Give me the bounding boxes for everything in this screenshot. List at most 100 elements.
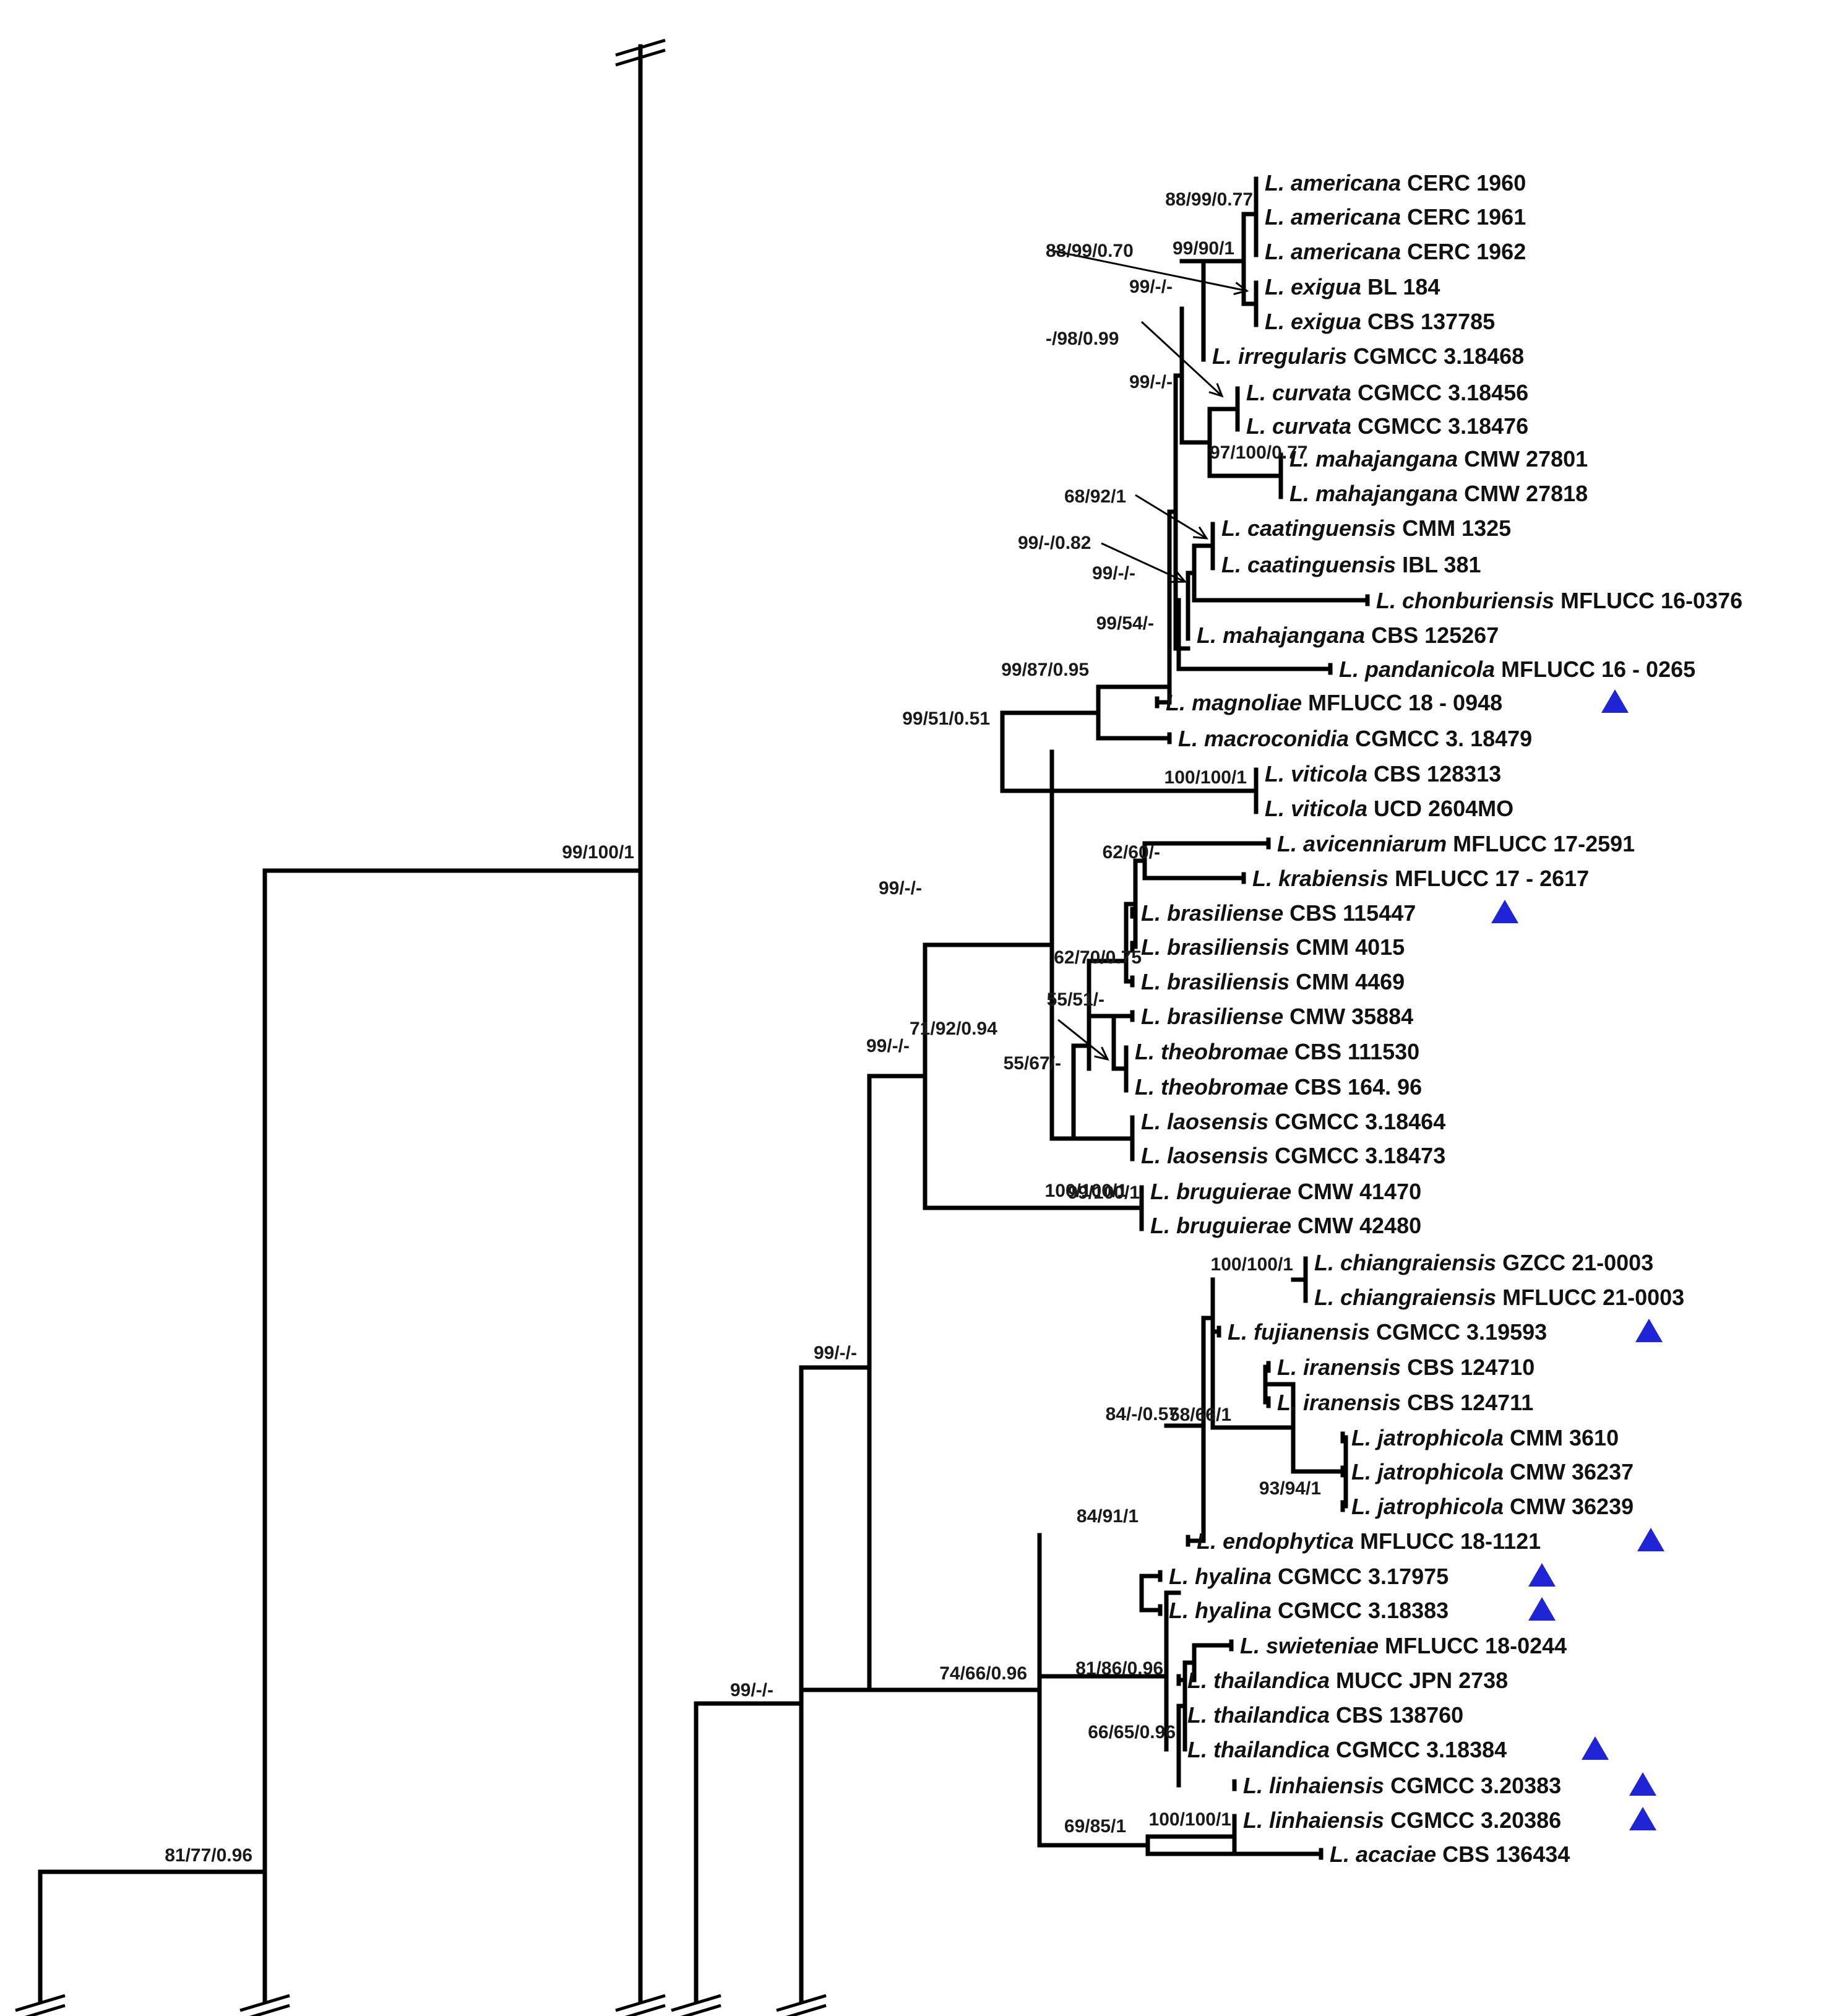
support-value: 99/90/1 bbox=[1173, 238, 1234, 259]
taxon-label: L. bruguierae CMW 42480 bbox=[1150, 1213, 1421, 1238]
blue-triangle-icon bbox=[1637, 1528, 1664, 1551]
taxon-label: L. caatinguensis CMM 1325 bbox=[1221, 515, 1511, 541]
taxon-strain: UCD 2604MO bbox=[1367, 796, 1513, 821]
taxon-label: L. avicenniarum MFLUCC 17-2591 bbox=[1277, 831, 1635, 856]
taxon-label: L. iranensis CBS 124710 bbox=[1277, 1355, 1535, 1380]
support-value: 99/-/- bbox=[1129, 277, 1173, 297]
taxon-strain: CGMCC 3.17975 bbox=[1272, 1564, 1449, 1589]
taxon-label: L. americana CERC 1960 bbox=[1265, 170, 1526, 196]
taxon-species-name: L. brasiliensis bbox=[1141, 934, 1289, 960]
taxon-strain: CMW 27801 bbox=[1458, 446, 1588, 472]
taxon-strain: CBS 164. 96 bbox=[1288, 1074, 1422, 1100]
taxon-species-name: L. fujianensis bbox=[1228, 1319, 1370, 1345]
taxon-strain: CMW 41470 bbox=[1291, 1179, 1421, 1204]
taxon-species-name: L. exigua bbox=[1265, 309, 1361, 334]
taxon-species-name: L. endophytica bbox=[1197, 1528, 1354, 1554]
taxon-label: L. exigua CBS 137785 bbox=[1265, 309, 1495, 334]
taxon-strain: MFLUCC 21-0003 bbox=[1496, 1285, 1684, 1310]
taxon-strain: CGMCC 3.19593 bbox=[1370, 1319, 1547, 1345]
taxon-strain: MFLUCC 18-1121 bbox=[1354, 1528, 1541, 1554]
taxon-strain: GZCC 21-0003 bbox=[1496, 1250, 1653, 1275]
taxon-strain: CBS 128313 bbox=[1367, 761, 1501, 786]
taxon-species-name: L. chiangraiensis bbox=[1314, 1250, 1496, 1275]
taxon-label: L. laosensis CGMCC 3.18464 bbox=[1141, 1109, 1445, 1134]
taxon-label: L. brasiliense CMW 35884 bbox=[1141, 1004, 1413, 1029]
support-value: 88/99/0.70 bbox=[1046, 241, 1134, 261]
support-value: 55/51/- bbox=[1047, 989, 1104, 1010]
support-value: 99/-/- bbox=[866, 1036, 910, 1056]
support-value: -/98/0.99 bbox=[1046, 329, 1119, 349]
taxon-label: L. americana CERC 1962 bbox=[1265, 239, 1526, 264]
taxon-label: L. fujianensis CGMCC 3.19593 bbox=[1228, 1319, 1547, 1345]
taxon-label: L. bruguierae CMW 41470 bbox=[1150, 1179, 1421, 1204]
support-value: 68/92/1 bbox=[1064, 486, 1126, 507]
taxon-species-name: L. iranensis bbox=[1277, 1355, 1401, 1380]
taxon-strain: CGMCC 3.18468 bbox=[1347, 343, 1524, 369]
break-mark bbox=[615, 48, 666, 67]
break-mark bbox=[671, 1994, 721, 2012]
taxon-strain: CMW 42480 bbox=[1291, 1213, 1421, 1238]
pointer-arrow-line bbox=[1048, 249, 1247, 292]
blue-triangle-icon bbox=[1601, 689, 1629, 713]
taxon-species-name: L. laosensis bbox=[1141, 1109, 1268, 1134]
taxon-label: L. brasiliensis CMM 4469 bbox=[1141, 969, 1405, 994]
taxon-strain: MUCC JPN 2738 bbox=[1330, 1668, 1508, 1693]
support-value: 81/86/0.96 bbox=[1075, 1658, 1163, 1679]
support-value: 99/-/- bbox=[879, 878, 922, 898]
break-mark bbox=[15, 1994, 66, 2012]
pointer-arrow-line bbox=[1101, 542, 1186, 583]
taxon-species-name: L. americana bbox=[1265, 239, 1401, 264]
taxon-label: L. brasiliensis CMM 4015 bbox=[1141, 934, 1405, 960]
taxon-strain: CMW 35884 bbox=[1283, 1004, 1413, 1029]
support-value: 66/65/0.96 bbox=[1088, 1722, 1176, 1742]
support-value: 99/100/1 bbox=[562, 842, 634, 863]
blue-triangle-icon bbox=[1491, 900, 1518, 923]
taxon-label: L. chiangraiensis MFLUCC 21-0003 bbox=[1314, 1285, 1684, 1310]
support-value: 62/70/0.75 bbox=[1054, 947, 1142, 968]
taxon-label: L. laosensis CGMCC 3.18473 bbox=[1141, 1143, 1445, 1168]
taxon-species-name: L. mahajangana bbox=[1289, 446, 1458, 472]
taxon-strain: MFLUCC 17-2591 bbox=[1447, 831, 1635, 856]
taxon-strain: CGMCC 3.18464 bbox=[1268, 1109, 1445, 1134]
taxon-species-name: L. brasiliensis bbox=[1141, 969, 1289, 994]
taxon-strain: CMM 4015 bbox=[1289, 934, 1405, 960]
support-value: 71/92/0.94 bbox=[910, 1019, 997, 1039]
taxon-strain: MFLUCC 18-0244 bbox=[1379, 1633, 1567, 1658]
taxon-species-name: L. americana bbox=[1265, 204, 1401, 230]
taxon-strain: CMM 3610 bbox=[1504, 1425, 1619, 1450]
taxon-label: L. viticola UCD 2604MO bbox=[1265, 796, 1513, 821]
blue-triangle-icon bbox=[1582, 1736, 1609, 1760]
taxon-label: L. macroconidia CGMCC 3. 18479 bbox=[1178, 726, 1532, 751]
taxon-species-name: L. caatinguensis bbox=[1221, 552, 1396, 577]
taxon-label: L. mahajangana CBS 125267 bbox=[1197, 622, 1499, 648]
axis-break-marks bbox=[15, 38, 827, 2016]
taxon-strain: IBL 381 bbox=[1396, 552, 1481, 577]
support-value: 99/54/- bbox=[1096, 613, 1154, 634]
taxon-species-name: L. mahajangana bbox=[1289, 481, 1458, 506]
taxon-strain: CGMCC 3.18384 bbox=[1330, 1737, 1507, 1762]
taxon-strain: CMM 4469 bbox=[1289, 969, 1405, 994]
taxon-strain: MFLUCC 16-0376 bbox=[1554, 588, 1742, 613]
taxon-species-name: L. chiangraiensis bbox=[1314, 1285, 1496, 1310]
taxon-label: L. krabiensis MFLUCC 17 - 2617 bbox=[1252, 866, 1589, 891]
taxon-strain: CMW 36237 bbox=[1504, 1459, 1634, 1484]
taxon-species-name: L. thailandica bbox=[1187, 1668, 1330, 1693]
taxon-strain: CBS 138760 bbox=[1330, 1702, 1463, 1728]
support-value: 100/100/1 bbox=[1149, 1809, 1231, 1830]
break-mark bbox=[24, 2004, 66, 2016]
support-value: 74/66/0.96 bbox=[939, 1663, 1027, 1684]
taxon-species-name: L. hyalina bbox=[1169, 1564, 1272, 1589]
support-value: 99/87/0.95 bbox=[1001, 660, 1089, 680]
taxon-label: L. swieteniae MFLUCC 18-0244 bbox=[1240, 1633, 1567, 1658]
taxon-strain: CBS 137785 bbox=[1361, 309, 1495, 334]
taxon-species-name: L. jatrophicola bbox=[1351, 1425, 1504, 1450]
taxon-strain: CMW 27818 bbox=[1458, 481, 1588, 506]
taxon-species-name: L. krabiensis bbox=[1252, 866, 1388, 891]
taxon-species-name: L. irregularis bbox=[1212, 343, 1347, 369]
pointer-arrow-head bbox=[1094, 1046, 1109, 1061]
taxon-label: L. endophytica MFLUCC 18-1121 bbox=[1197, 1528, 1541, 1554]
support-value: 81/77/0.96 bbox=[165, 1845, 252, 1866]
taxon-label: L. irregularis CGMCC 3.18468 bbox=[1212, 343, 1524, 369]
